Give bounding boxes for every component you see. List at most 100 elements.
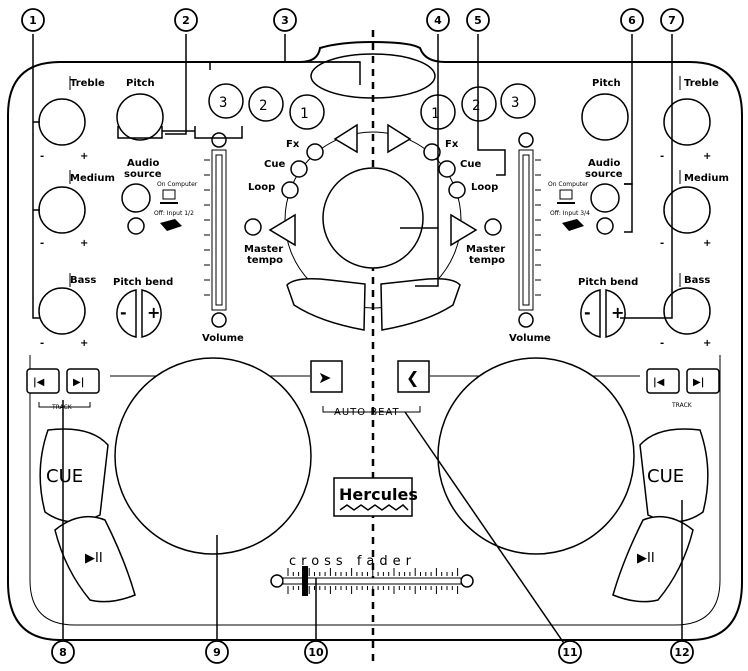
- callout-circle-6: [620, 8, 644, 32]
- treble-label-right: Treble: [684, 78, 719, 89]
- callout-number-9: 9: [213, 646, 221, 659]
- callout-number-1: 1: [29, 14, 37, 27]
- bass-knob-left[interactable]: [38, 287, 86, 335]
- bass-knob-right[interactable]: [663, 287, 711, 335]
- track-next-icon-left: ▶|: [73, 377, 84, 388]
- loop-label-left: Loop: [248, 182, 275, 193]
- on-computer-label-left: On Computer: [157, 181, 198, 188]
- treble-plus-left: +: [80, 151, 88, 162]
- pad-2-left-label: 2: [259, 98, 267, 114]
- callout-circle-3: [273, 8, 297, 32]
- loop-pad-left[interactable]: [281, 181, 299, 199]
- medium-minus-left: -: [40, 238, 44, 249]
- auto-beat-left-button[interactable]: [310, 360, 343, 393]
- pad-1-left[interactable]: [289, 94, 325, 130]
- medium-minus-right: -: [660, 238, 664, 249]
- master-tempo-pad-left[interactable]: [244, 218, 262, 236]
- track-prev-button-right[interactable]: [646, 368, 680, 394]
- cue-label-left-button: CUE: [46, 466, 83, 487]
- callout-circle-8: [51, 640, 75, 664]
- loop-pad-right[interactable]: [448, 181, 466, 199]
- audio-source-label-left-1: Audio: [127, 158, 159, 169]
- callout-number-10: 10: [308, 646, 324, 659]
- pad-3-left-label: 3: [219, 95, 227, 111]
- jog-wheel-right[interactable]: [437, 357, 635, 555]
- volume-label-left: Volume: [202, 333, 244, 344]
- cue-label-right-button: CUE: [647, 466, 684, 487]
- treble-knob-left[interactable]: [38, 98, 86, 146]
- bass-minus-left: -: [40, 338, 44, 349]
- audio-source-switch-right[interactable]: [596, 217, 614, 235]
- track-next-button-left[interactable]: [66, 368, 100, 394]
- callout-number-4: 4: [434, 14, 442, 27]
- crossfader-track[interactable]: [282, 577, 462, 585]
- pitch-bend-plus-left[interactable]: [141, 289, 162, 338]
- treble-label-left: Treble: [70, 78, 105, 89]
- curved-pad-right[interactable]: [380, 278, 461, 331]
- pitch-bend-minus-left[interactable]: [116, 289, 137, 338]
- volume-label-right: Volume: [509, 333, 551, 344]
- treble-minus-left: -: [40, 151, 44, 162]
- fx-pad-right[interactable]: [423, 143, 441, 161]
- play-pause-button-left[interactable]: [54, 515, 136, 603]
- pitch-bend-label-left: Pitch bend: [113, 277, 173, 288]
- treble-knob-right[interactable]: [663, 98, 711, 146]
- master-triangle-left[interactable]: [268, 213, 296, 247]
- pad-2-right[interactable]: [461, 86, 497, 122]
- pitch-label-left: Pitch: [126, 78, 155, 89]
- cue-pad-left[interactable]: [290, 160, 308, 178]
- master-label-right-2: tempo: [469, 255, 505, 266]
- audio-source-knob-left[interactable]: [121, 183, 151, 213]
- pad-2-right-label: 2: [472, 98, 480, 114]
- jog-wheel-left[interactable]: [114, 357, 312, 555]
- pitch-bend-minus-right[interactable]: [580, 289, 601, 338]
- callout-circle-2: [174, 8, 198, 32]
- master-triangle-right[interactable]: [450, 213, 478, 247]
- callout-circle-1: [21, 8, 45, 32]
- master-tempo-pad-right[interactable]: [484, 218, 502, 236]
- audio-source-switch-left[interactable]: [127, 217, 145, 235]
- pad-3-left[interactable]: [208, 83, 244, 119]
- auto-beat-right-button[interactable]: [397, 360, 430, 393]
- pitch-bend-plus-right[interactable]: [605, 289, 626, 338]
- on-computer-label-right: On Computer: [548, 181, 589, 188]
- callout-circle-10: [304, 640, 328, 664]
- callout-circle-5: [466, 8, 490, 32]
- auto-beat-label: AUTO BEAT: [334, 407, 400, 418]
- bass-label-right: Bass: [684, 275, 710, 286]
- computer-icon-right: [559, 189, 573, 200]
- curved-pad-left[interactable]: [286, 278, 366, 331]
- play-pause-icon-right: ▶II: [637, 551, 655, 566]
- bass-plus-right: +: [703, 338, 711, 349]
- cue-pad-right[interactable]: [438, 160, 456, 178]
- pitch-knob-left[interactable]: [116, 93, 164, 141]
- pad-1-right-label: 1: [431, 106, 439, 122]
- crossfader-knob[interactable]: [302, 566, 308, 596]
- center-jog[interactable]: [322, 167, 424, 269]
- medium-knob-right[interactable]: [663, 186, 711, 234]
- callout-number-11: 11: [562, 646, 577, 659]
- fx-pad-left[interactable]: [306, 143, 324, 161]
- track-prev-button-left[interactable]: [26, 368, 60, 394]
- track-prev-icon-right: |◀: [653, 377, 665, 388]
- bend-minus-text-right: -: [584, 303, 591, 322]
- master-label-left-2: tempo: [247, 255, 283, 266]
- play-triangle-right[interactable]: [387, 123, 412, 154]
- pad-2-left[interactable]: [248, 86, 284, 122]
- pad-1-left-label: 1: [300, 106, 308, 122]
- cue-label-left: Cue: [264, 159, 285, 170]
- brand-logo-text: Hercules: [339, 485, 418, 504]
- play-triangle-left[interactable]: [333, 123, 358, 154]
- pad-3-right[interactable]: [500, 83, 536, 119]
- treble-minus-right: -: [660, 151, 664, 162]
- volume-fader-top-right: [518, 132, 534, 148]
- pitch-knob-right[interactable]: [581, 93, 629, 141]
- bass-label-left: Bass: [70, 275, 96, 286]
- audio-source-label-right-2: source: [585, 169, 623, 180]
- play-pause-button-right[interactable]: [612, 515, 694, 603]
- audio-source-knob-right[interactable]: [590, 183, 620, 213]
- callout-circle-11: [558, 640, 582, 664]
- fx-label-left: Fx: [286, 139, 300, 150]
- medium-knob-left[interactable]: [38, 186, 86, 234]
- track-next-button-right[interactable]: [686, 368, 720, 394]
